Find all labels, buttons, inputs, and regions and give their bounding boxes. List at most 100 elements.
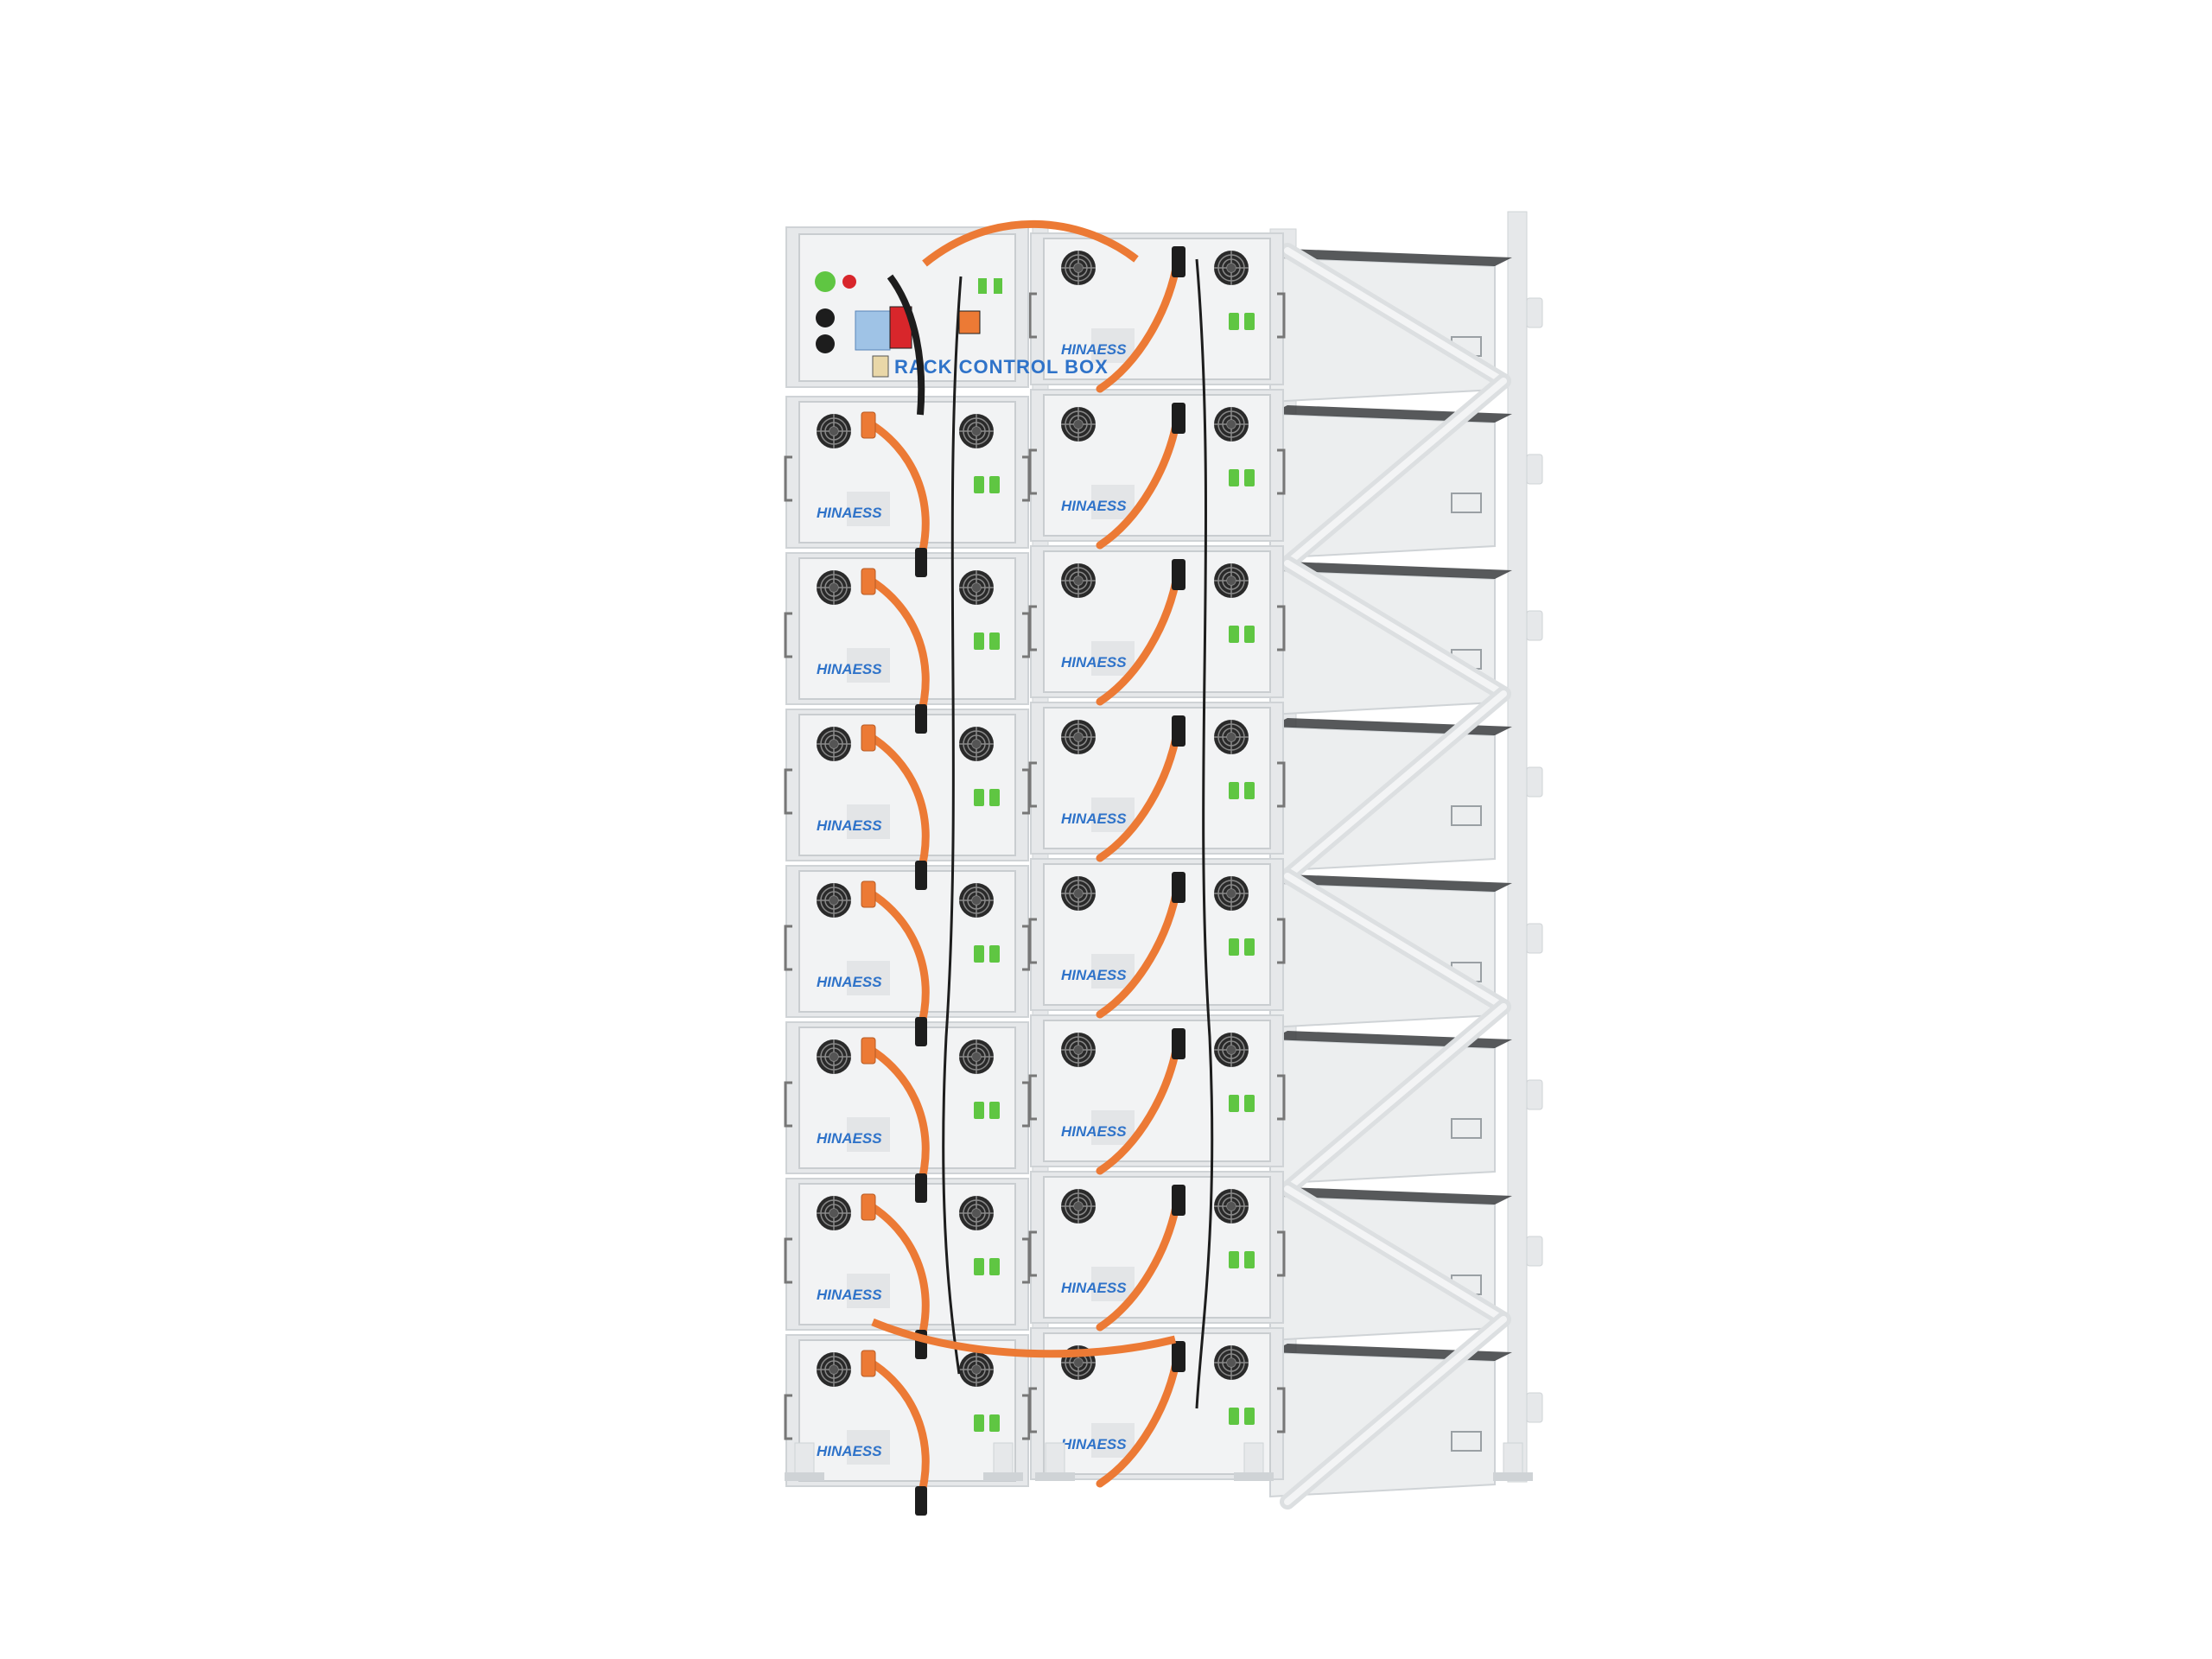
battery-module: HINAESS xyxy=(784,1334,1031,1487)
connector-icon xyxy=(1229,313,1239,330)
handle-icon xyxy=(784,1081,792,1128)
connector-icon xyxy=(861,568,876,595)
module-recess xyxy=(1091,1110,1135,1145)
handle-icon xyxy=(1028,1230,1037,1277)
brand-logo: HINAESS xyxy=(1061,1280,1127,1296)
connector-icon xyxy=(989,632,1000,650)
brace-highlight xyxy=(1284,1316,1507,1505)
connector-icon xyxy=(915,548,927,577)
side-handle xyxy=(1451,1118,1482,1139)
connector-icon xyxy=(994,278,1002,294)
shelf-tray xyxy=(1269,881,1496,1029)
mounting-tab xyxy=(1526,1236,1543,1267)
power-cable xyxy=(1096,724,1182,862)
power-cable xyxy=(864,418,930,565)
power-cable xyxy=(864,1044,930,1191)
connector-icon xyxy=(915,1173,927,1203)
connector-icon xyxy=(1229,938,1239,956)
connector-icon xyxy=(1244,469,1255,486)
fan-grille-icon xyxy=(1214,1033,1249,1067)
connector-icon xyxy=(915,704,927,734)
handle-icon xyxy=(1028,448,1037,495)
brand-logo: HINAESS xyxy=(1061,1436,1127,1452)
handle-icon xyxy=(1028,1074,1037,1121)
brace-highlight xyxy=(1284,690,1507,880)
module-recess xyxy=(847,1117,890,1152)
power-cable xyxy=(887,274,925,416)
brand-logo: HINAESS xyxy=(817,1443,882,1459)
fan-grille-icon xyxy=(1214,720,1249,754)
side-handle xyxy=(1451,1431,1482,1452)
power-cable xyxy=(1096,1350,1182,1488)
brand-logo: HINAESS xyxy=(1061,341,1127,358)
brand-logo: HINAESS xyxy=(1061,810,1127,827)
handle-icon xyxy=(1028,761,1037,808)
handle-icon xyxy=(1028,1387,1037,1433)
fan-grille-icon xyxy=(959,414,994,448)
port-icon xyxy=(816,308,835,327)
module-recess xyxy=(1091,485,1135,519)
connector-icon xyxy=(1244,313,1255,330)
connector-icon xyxy=(1244,1095,1255,1112)
module-recess xyxy=(1091,1423,1135,1458)
connector-icon xyxy=(1172,1028,1185,1059)
brand-logo: HINAESS xyxy=(1061,654,1127,671)
brand-logo: HINAESS xyxy=(817,817,882,834)
connector-icon xyxy=(958,310,981,334)
mounting-tab xyxy=(1526,1079,1543,1110)
connector-icon xyxy=(861,880,876,908)
brand-logo: HINAESS xyxy=(817,661,882,677)
mounting-tab xyxy=(1526,454,1543,485)
rack-post xyxy=(1507,211,1528,1483)
connector-icon xyxy=(1229,1095,1239,1112)
bridge-cable xyxy=(922,219,1139,267)
module-recess xyxy=(847,961,890,995)
connector-icon xyxy=(1172,1341,1185,1372)
port-icon xyxy=(816,334,835,353)
connector-icon xyxy=(974,1414,984,1432)
connector-icon xyxy=(861,724,876,752)
brand-logo: HINAESS xyxy=(1061,1123,1127,1140)
connector-icon xyxy=(1172,246,1185,277)
connector-icon xyxy=(1244,1408,1255,1425)
module-recess xyxy=(1091,798,1135,832)
side-handle xyxy=(1451,805,1482,826)
brand-logo: HINAESS xyxy=(817,1130,882,1147)
connector-icon xyxy=(1229,782,1239,799)
connector-icon xyxy=(989,945,1000,963)
brace-highlight xyxy=(1284,1185,1507,1323)
fan-grille-icon xyxy=(1214,1345,1249,1380)
module-recess xyxy=(1091,1267,1135,1301)
connector-icon xyxy=(1244,938,1255,956)
power-cable xyxy=(1096,880,1182,1019)
fan-grille-icon xyxy=(1061,1033,1096,1067)
comm-cable xyxy=(942,276,963,1375)
connector-icon xyxy=(1244,1251,1255,1268)
mounting-tab xyxy=(1526,297,1543,328)
brace-highlight xyxy=(1284,378,1507,567)
cross-braces xyxy=(1280,243,1511,1510)
control-box-label: RACK CONTROL BOX xyxy=(894,356,1109,378)
connector-icon xyxy=(974,1258,984,1275)
module-recess xyxy=(847,1274,890,1308)
fan-grille-icon xyxy=(1214,251,1249,285)
foot-plate xyxy=(1493,1472,1533,1481)
foot-post xyxy=(1045,1442,1065,1475)
shelf-tray xyxy=(1269,256,1496,404)
handle-icon xyxy=(1277,1074,1286,1121)
battery-module: HINAESS xyxy=(784,709,1031,861)
brand-logo: HINAESS xyxy=(817,505,882,521)
connector-icon xyxy=(1229,626,1239,643)
mounting-tab xyxy=(1526,923,1543,954)
fan-grille-icon xyxy=(817,1352,851,1387)
handle-icon xyxy=(1028,605,1037,652)
fan-grille-icon xyxy=(1061,1189,1096,1224)
power-cable xyxy=(1096,568,1182,706)
fan-grille-icon xyxy=(817,570,851,605)
connector-icon xyxy=(915,861,927,890)
fan-grille-icon xyxy=(959,570,994,605)
battery-module: HINAESS xyxy=(1028,389,1286,542)
brand-logo: HINAESS xyxy=(817,974,882,990)
power-cable xyxy=(1096,1193,1182,1332)
